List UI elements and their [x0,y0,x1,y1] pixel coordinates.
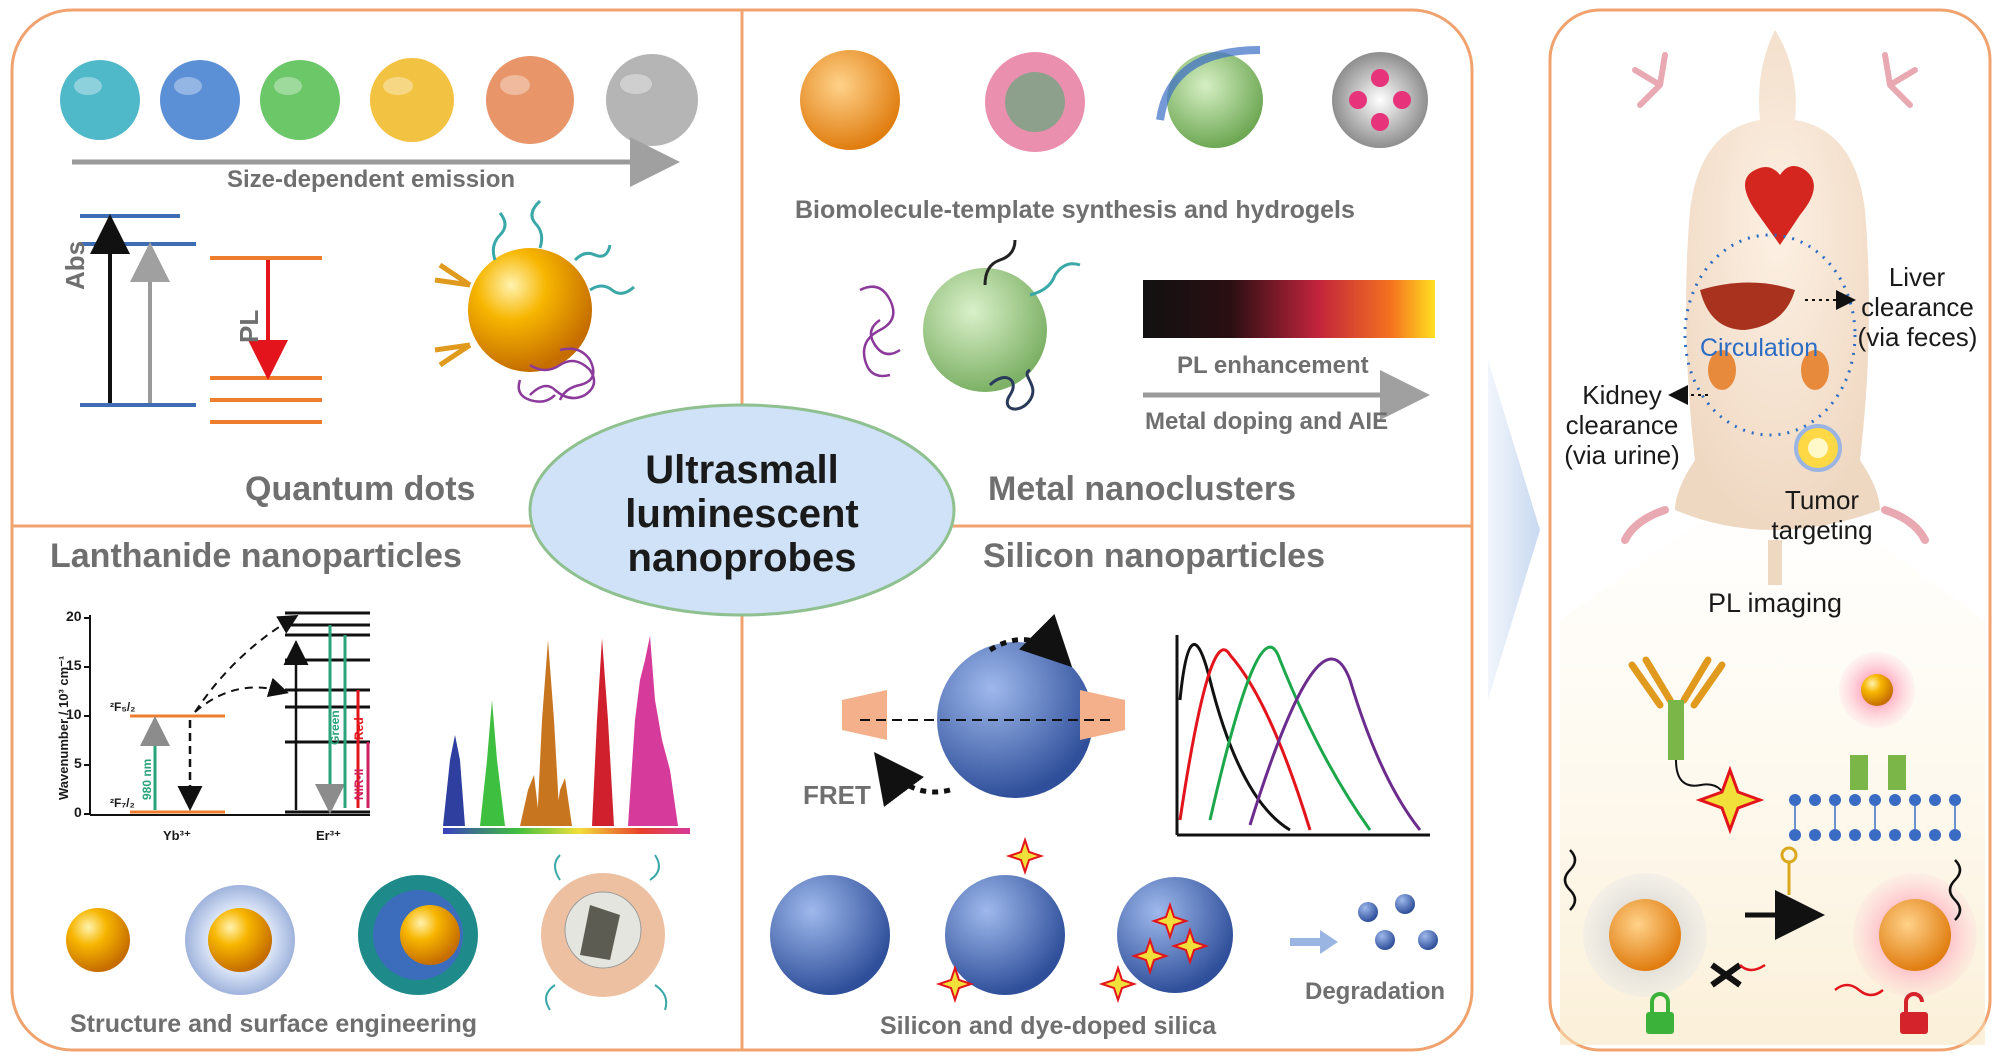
mnc-protein-cluster [859,239,1081,411]
fret-label: FRET [803,780,871,810]
liver-label: Liver [1888,262,1946,292]
ln-y-tick: 10 [66,706,82,722]
si-degradation [770,836,1438,1004]
targeting-label: targeting [1771,515,1873,545]
pl-imaging-label: PL imaging [1707,588,1843,618]
metal-nanoclusters-title: Metal nanoclusters [988,470,1296,508]
center-title-line2: luminescent [625,492,859,536]
tumor-label: Tumor [1784,485,1860,515]
ln-f72-label: ²F₇/₂ [110,796,135,810]
targeting-illustrations [1628,652,1961,841]
quantum-dots-title: Quantum dots [245,470,476,508]
ln-y-tick: 20 [66,608,82,624]
center-title-line3: nanoprobes [627,536,857,580]
ln-green-label: Green [328,710,342,745]
qd-conjugate [434,199,636,403]
kidney-via-label: (via urine) [1564,440,1680,470]
abs-label: Abs [60,240,90,290]
lanthanide-title: Lanthanide nanoparticles [50,537,462,575]
mnc-clusters [800,46,1428,152]
si-fret [842,614,1125,807]
ln-excitation-label: 980 nm [140,758,154,800]
liver-via-label: (via feces) [1857,322,1978,352]
si-emission-plot [1175,635,1430,837]
ln-structures [66,854,668,1011]
ln-spectrum [443,636,690,834]
qd-spheres [60,54,698,146]
center-title-line1: Ultrasmall [645,448,839,492]
structure-caption: Structure and surface engineering [70,1010,478,1038]
pl-enhancement-label: PL enhancement [1177,352,1369,379]
center-ellipse [528,403,956,617]
silicon-caption: Silicon and dye-doped silica [880,1012,1217,1040]
ln-y-axis-label: Wavenumber / 10³ cm⁻¹ [56,655,71,800]
ln-f52-label: ²F₅/₂ [110,700,136,714]
ln-red-label: Red [352,717,366,740]
liver-clearance-label: clearance [1861,292,1974,322]
kidney-clearance-label: clearance [1565,410,1679,440]
pl-gradient-bar [1143,280,1435,338]
kidney-label: Kidney [1582,380,1662,410]
degradation-label: Degradation [1305,978,1446,1005]
ln-nir-label: NIR-II [352,768,366,800]
size-caption: Size-dependent emission [226,166,516,193]
qd-energy-levels [80,214,322,424]
activatable-probes [1563,846,1977,1034]
ln-energy-diagram [84,611,370,816]
ln-y-tick: 15 [66,657,82,673]
pl-label: PL [234,309,264,343]
ln-y-tick: 5 [74,755,82,771]
ln-yb-label: Yb³⁺ [163,828,191,843]
biomolecule-caption: Biomolecule-template synthesis and hydro… [795,196,1355,224]
silicon-title: Silicon nanoparticles [983,537,1325,575]
metal-doping-label: Metal doping and AIE [1145,408,1389,435]
ln-y-tick: 0 [74,804,82,820]
ln-er-label: Er³⁺ [316,828,341,843]
circulation-label: Circulation [1700,334,1819,362]
